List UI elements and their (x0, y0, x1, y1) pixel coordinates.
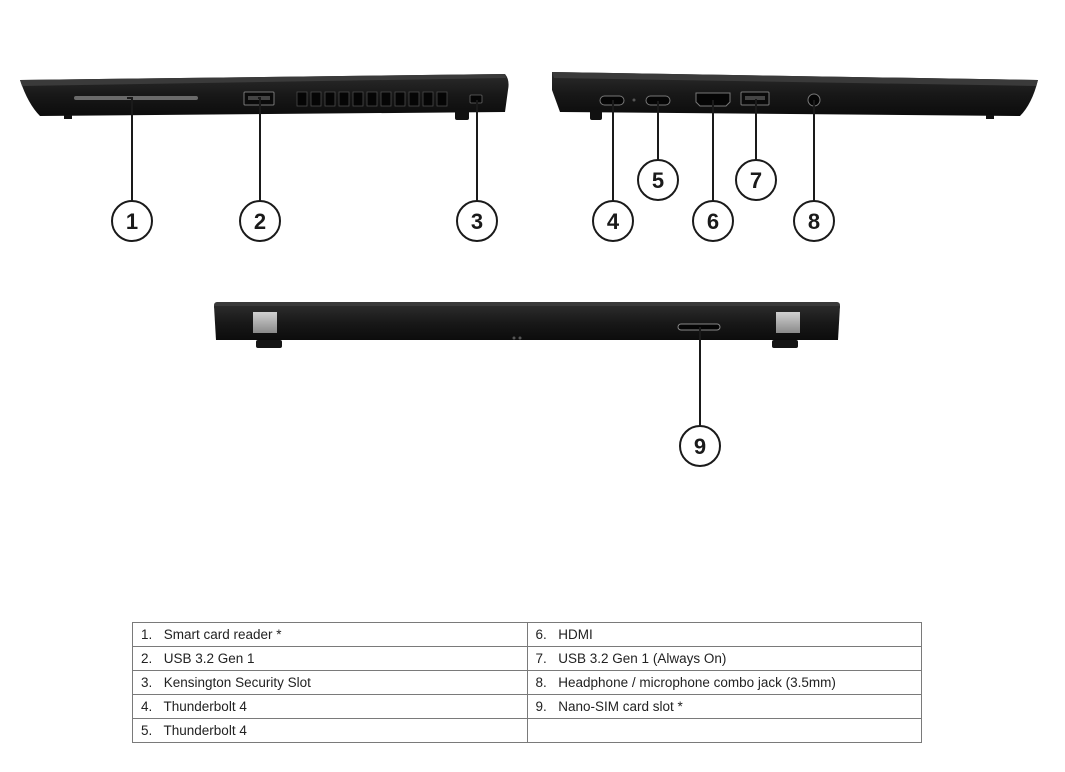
svg-text:8: 8 (808, 209, 820, 234)
callout-4: 4 (592, 200, 634, 242)
legend-cell: 6. HDMI (526, 622, 922, 647)
callout-1: 1 (111, 200, 153, 242)
svg-text:4: 4 (607, 209, 620, 234)
callout-9: 9 (679, 425, 721, 467)
svg-text:3: 3 (471, 209, 483, 234)
callout-7: 7 (735, 159, 777, 201)
svg-text:5: 5 (652, 168, 664, 193)
table-row: 5. Thunderbolt 4 (132, 718, 922, 743)
callout-3: 3 (456, 200, 498, 242)
callout-5: 5 (637, 159, 679, 201)
smart-card-slot (74, 96, 198, 100)
legend-cell: 7. USB 3.2 Gen 1 (Always On) (526, 646, 922, 671)
svg-text:6: 6 (707, 209, 719, 234)
left-side-view (20, 74, 509, 120)
callout-8: 8 (793, 200, 835, 242)
svg-text:2: 2 (254, 209, 266, 234)
legend-cell: 9. Nano-SIM card slot * (526, 694, 922, 719)
legend-cell: 5. Thunderbolt 4 (132, 718, 528, 743)
svg-text:7: 7 (750, 168, 762, 193)
laptop-ports-diagram: 1 2 3 4 5 6 7 8 (20, 72, 1038, 467)
vent-grille (296, 91, 448, 107)
legend-cell: 2. USB 3.2 Gen 1 (132, 646, 528, 671)
table-row: 4. Thunderbolt 4 9. Nano-SIM card slot * (132, 694, 922, 719)
legend-cell (526, 718, 922, 743)
table-row: 3. Kensington Security Slot 8. Headphone… (132, 670, 922, 695)
svg-text:9: 9 (694, 434, 706, 459)
hdmi-port (695, 92, 731, 107)
table-row: 2. USB 3.2 Gen 1 7. USB 3.2 Gen 1 (Alway… (132, 646, 922, 671)
callout-2: 2 (239, 200, 281, 242)
legend-cell: 8. Headphone / microphone combo jack (3.… (526, 670, 922, 695)
legend-cell: 1. Smart card reader * (132, 622, 528, 647)
legend-cell: 3. Kensington Security Slot (132, 670, 528, 695)
right-side-view (552, 72, 1038, 120)
callouts: 1 2 3 4 5 6 7 8 (111, 159, 835, 467)
svg-text:1: 1 (126, 209, 138, 234)
table-row: 1. Smart card reader * 6. HDMI (132, 622, 922, 647)
leader-lines (127, 97, 815, 426)
legend-cell: 4. Thunderbolt 4 (132, 694, 528, 719)
callout-6: 6 (692, 200, 734, 242)
port-legend-table: 1. Smart card reader * 6. HDMI 2. USB 3.… (132, 622, 922, 743)
rear-view (214, 302, 840, 348)
